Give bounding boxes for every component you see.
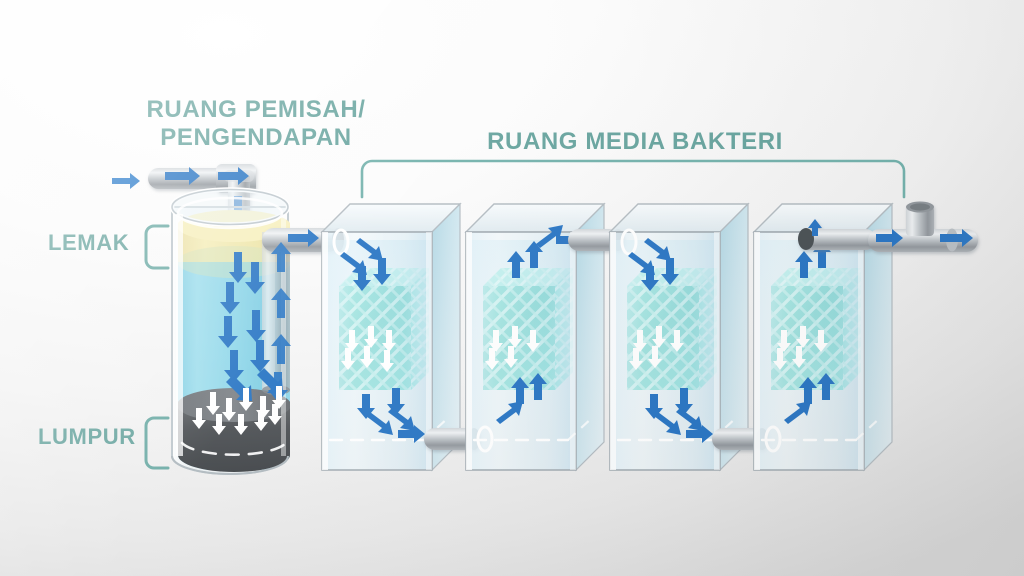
bracket-lumpur: [144, 416, 170, 470]
label-lemak: LEMAK: [48, 230, 130, 255]
flow-arrow: [876, 229, 973, 247]
sludge-settle-arrows: [192, 386, 286, 435]
flow-arrow: [288, 229, 319, 247]
label-lumpur: LUMPUR: [38, 424, 136, 449]
label-ruang-pemisah-pengendapan: RUANG PEMISAH/ PENGENDAPAN: [146, 96, 366, 152]
bracket-ruang-media-bakteri: [360, 159, 906, 199]
bacteria-chamber-3: [608, 202, 750, 472]
bacteria-chamber-4: [752, 202, 894, 472]
bacteria-chamber-2: [464, 202, 606, 472]
label-ruang-media-bakteri: RUANG MEDIA BAKTERI: [487, 128, 783, 155]
bracket-lemak: [144, 224, 170, 270]
